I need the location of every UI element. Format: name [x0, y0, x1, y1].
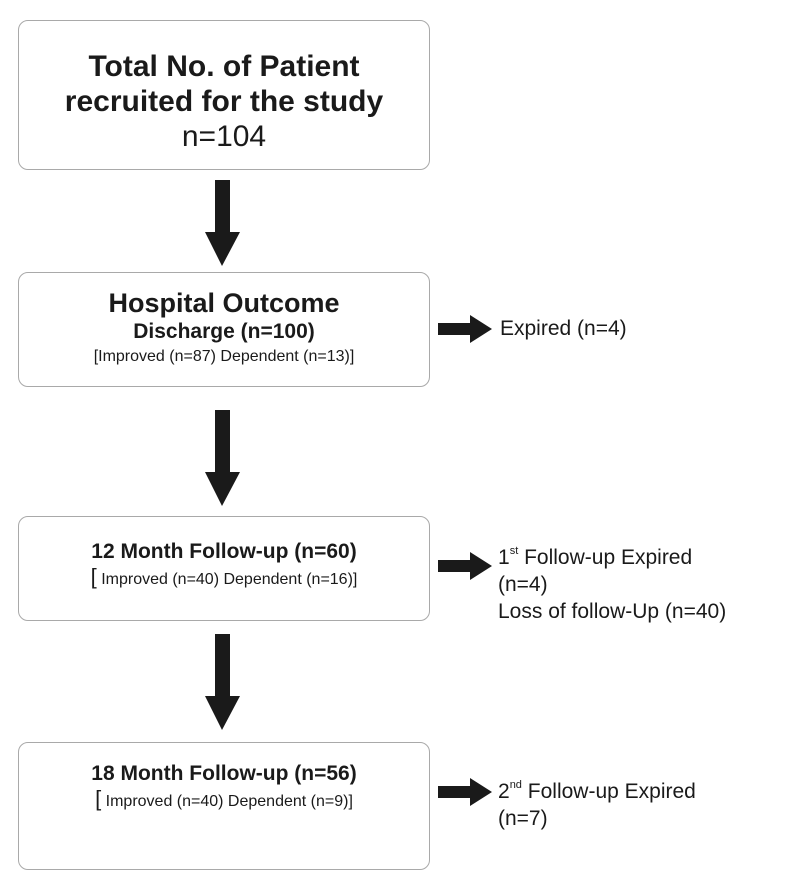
box-12-month-followup: 12 Month Follow-up (n=60) [ Improved (n=…: [18, 516, 430, 621]
total-count: n=104: [181, 120, 267, 153]
followup-loss-label: Loss of follow-Up (n=40): [498, 600, 727, 623]
arrow-right-followup-2: [438, 778, 492, 806]
followup-1-expired-text: Follow-up Expired: [524, 546, 693, 569]
followup-2-expired-text: Follow-up Expired: [527, 780, 696, 803]
followup-12-detail-line: [ Improved (n=40) Dependent (n=16)]: [19, 564, 429, 590]
arrow-down-2: [205, 410, 240, 506]
followup-2-ordinal-suffix: nd: [509, 779, 522, 791]
arrow-right-followup-1: [438, 552, 492, 580]
box-total-patients: Total No. of Patient recruited for the s…: [18, 20, 430, 170]
arrow-down-3: [205, 634, 240, 730]
arrow-right-expired-hospital: [438, 315, 492, 343]
followup-1-expired-count: (n=4): [498, 573, 548, 596]
followup-18-detail: Improved (n=40) Dependent (n=9)]: [101, 793, 353, 810]
followup-2-outcome: 2nd Follow-up Expired (n=7): [498, 778, 696, 832]
box-18-month-followup: 18 Month Follow-up (n=56) [ Improved (n=…: [18, 742, 430, 870]
followup-18-detail-line: [ Improved (n=40) Dependent (n=9)]: [19, 786, 429, 812]
followup-18-bracket: [: [95, 786, 102, 811]
arrow-down-1: [205, 180, 240, 266]
hospital-title: Hospital Outcome: [108, 288, 340, 318]
followup-1-ordinal-suffix: st: [509, 545, 519, 557]
followup-1-expired: 1st Follow-up Expired: [498, 544, 726, 571]
followup-2-expired-count: (n=7): [498, 807, 548, 830]
followup-2-ordinal: 2: [498, 780, 510, 803]
followup-12-bracket: [: [90, 564, 97, 589]
followup-1-outcome: 1st Follow-up Expired (n=4) Loss of foll…: [498, 544, 726, 625]
hospital-discharge: Discharge (n=100): [133, 320, 315, 343]
total-line-1: Total No. of Patient: [88, 50, 360, 83]
box-hospital-outcome: Hospital Outcome Discharge (n=100) [Impr…: [18, 272, 430, 387]
total-line-2: recruited for the study: [64, 85, 384, 118]
followup-18-title: 18 Month Follow-up (n=56): [91, 762, 357, 785]
expired-hospital-label: Expired (n=4): [500, 317, 627, 340]
hospital-detail: [Improved (n=87) Dependent (n=13)]: [93, 348, 355, 365]
followup-2-expired: 2nd Follow-up Expired: [498, 778, 696, 805]
followup-12-title: 12 Month Follow-up (n=60): [91, 540, 357, 563]
followup-12-detail: Improved (n=40) Dependent (n=16)]: [96, 571, 358, 588]
followup-1-ordinal: 1: [498, 546, 510, 569]
